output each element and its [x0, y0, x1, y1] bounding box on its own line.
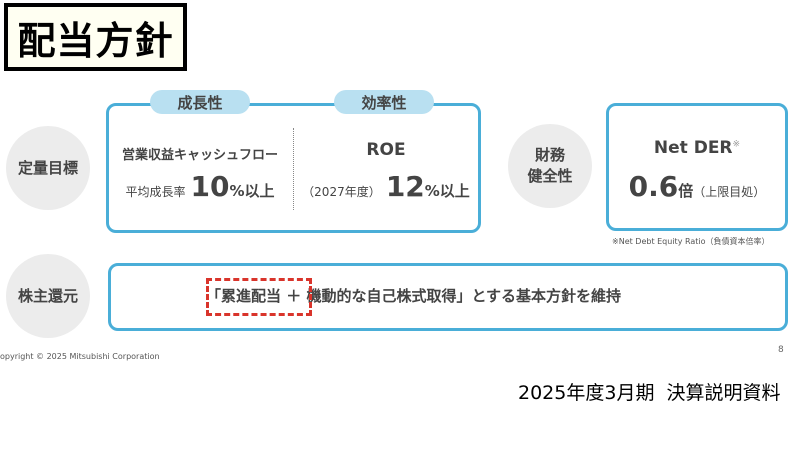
document-title: 2025年度3月期 決算説明資料 — [518, 382, 781, 404]
roe-metric: ROE — [366, 140, 406, 160]
quantitative-target-label: 定量目標 — [6, 126, 90, 210]
growth-pill: 成長性 — [150, 90, 250, 114]
growth-unit: %以上 — [229, 182, 275, 200]
divider — [293, 128, 294, 210]
net-der-metric: Net DER※ — [606, 138, 788, 158]
net-der-value: 0.6 — [628, 170, 679, 203]
roe-unit: %以上 — [424, 182, 470, 200]
shareholder-return-box — [108, 263, 788, 331]
net-der-mark: ※ — [732, 139, 741, 150]
growth-metric: 営業収益キャッシュフロー — [121, 148, 278, 163]
net-der-unit: 倍 — [678, 182, 694, 200]
net-der-label: Net DER — [653, 138, 733, 158]
page-title: 配当方針 — [4, 3, 187, 71]
growth-prefix: 平均成長率 — [125, 185, 186, 199]
net-der-note: （上限目処） — [693, 185, 766, 199]
progressive-dividend: 累進配当 — [221, 287, 282, 305]
policy-open-bracket: 「 — [206, 287, 222, 305]
efficiency-pill: 効率性 — [334, 90, 434, 114]
page-number: 8 — [778, 345, 784, 355]
financial-health-label: 財務 健全性 — [508, 124, 592, 208]
shareholder-return-label: 株主還元 — [6, 254, 90, 338]
financial-label-line2: 健全性 — [527, 167, 573, 185]
roe-prefix: （2027年度） — [302, 185, 381, 199]
policy-rest: ＋ 機動的な自己株式取得」とする基本方針を維持 — [281, 287, 622, 305]
growth-value: 10 — [190, 170, 230, 203]
shareholder-policy: 「累進配当 ＋ 機動的な自己株式取得」とする基本方針を維持 — [206, 285, 621, 306]
roe-value: 12 — [385, 170, 425, 203]
copyright: opyright © 2025 Mitsubishi Corporation — [0, 352, 160, 361]
highlight-dashed-box — [206, 278, 312, 316]
roe-target: （2027年度） 12%以上 — [296, 170, 476, 203]
growth-target: 平均成長率 10%以上 — [110, 170, 290, 203]
financial-label-line1: 財務 — [534, 146, 565, 164]
net-der-footnote: ※Net Debt Equity Ratio（負債資本倍率） — [612, 237, 770, 246]
net-der-box — [606, 103, 788, 231]
net-der-target: 0.6倍（上限目処） — [606, 170, 788, 203]
